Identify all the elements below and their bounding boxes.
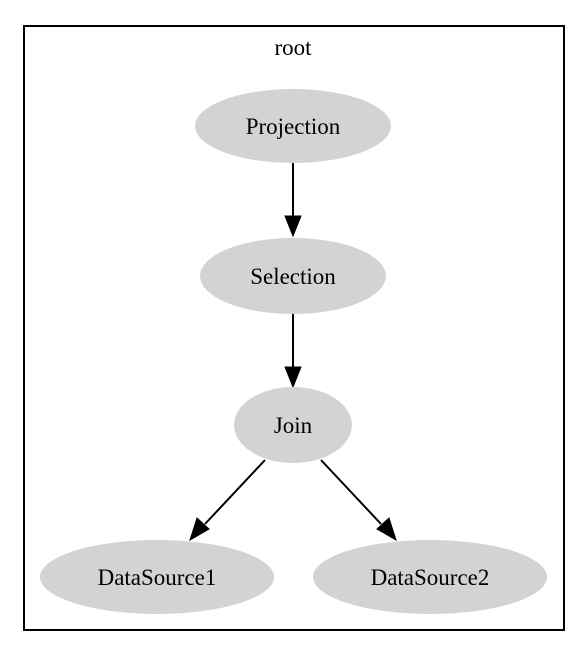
node-label: Projection bbox=[246, 114, 341, 139]
node-label: DataSource1 bbox=[98, 565, 217, 590]
arrowhead bbox=[376, 517, 397, 542]
node-label: DataSource2 bbox=[371, 565, 490, 590]
cluster-label: root bbox=[274, 35, 312, 60]
node-ellipse bbox=[40, 540, 274, 614]
edge-projection-selection bbox=[284, 163, 302, 238]
arrowhead bbox=[284, 215, 302, 238]
edge-join-datasource2 bbox=[320, 459, 397, 542]
node-datasource2[interactable]: DataSource2 bbox=[313, 540, 547, 614]
node-label: Selection bbox=[250, 264, 336, 289]
edge-join-datasource1 bbox=[189, 459, 266, 542]
node-join[interactable]: Join bbox=[234, 387, 352, 463]
edge-selection-join bbox=[284, 314, 302, 389]
arrowhead bbox=[284, 366, 302, 389]
arrowhead bbox=[189, 517, 210, 542]
node-ellipse bbox=[313, 540, 547, 614]
node-selection[interactable]: Selection bbox=[200, 238, 386, 314]
node-projection[interactable]: Projection bbox=[195, 89, 391, 163]
node-ellipse bbox=[234, 387, 352, 463]
node-ellipse bbox=[195, 89, 391, 163]
cluster-frame bbox=[23, 25, 565, 631]
node-label: Join bbox=[274, 413, 313, 438]
node-ellipse bbox=[200, 238, 386, 314]
node-datasource1[interactable]: DataSource1 bbox=[40, 540, 274, 614]
